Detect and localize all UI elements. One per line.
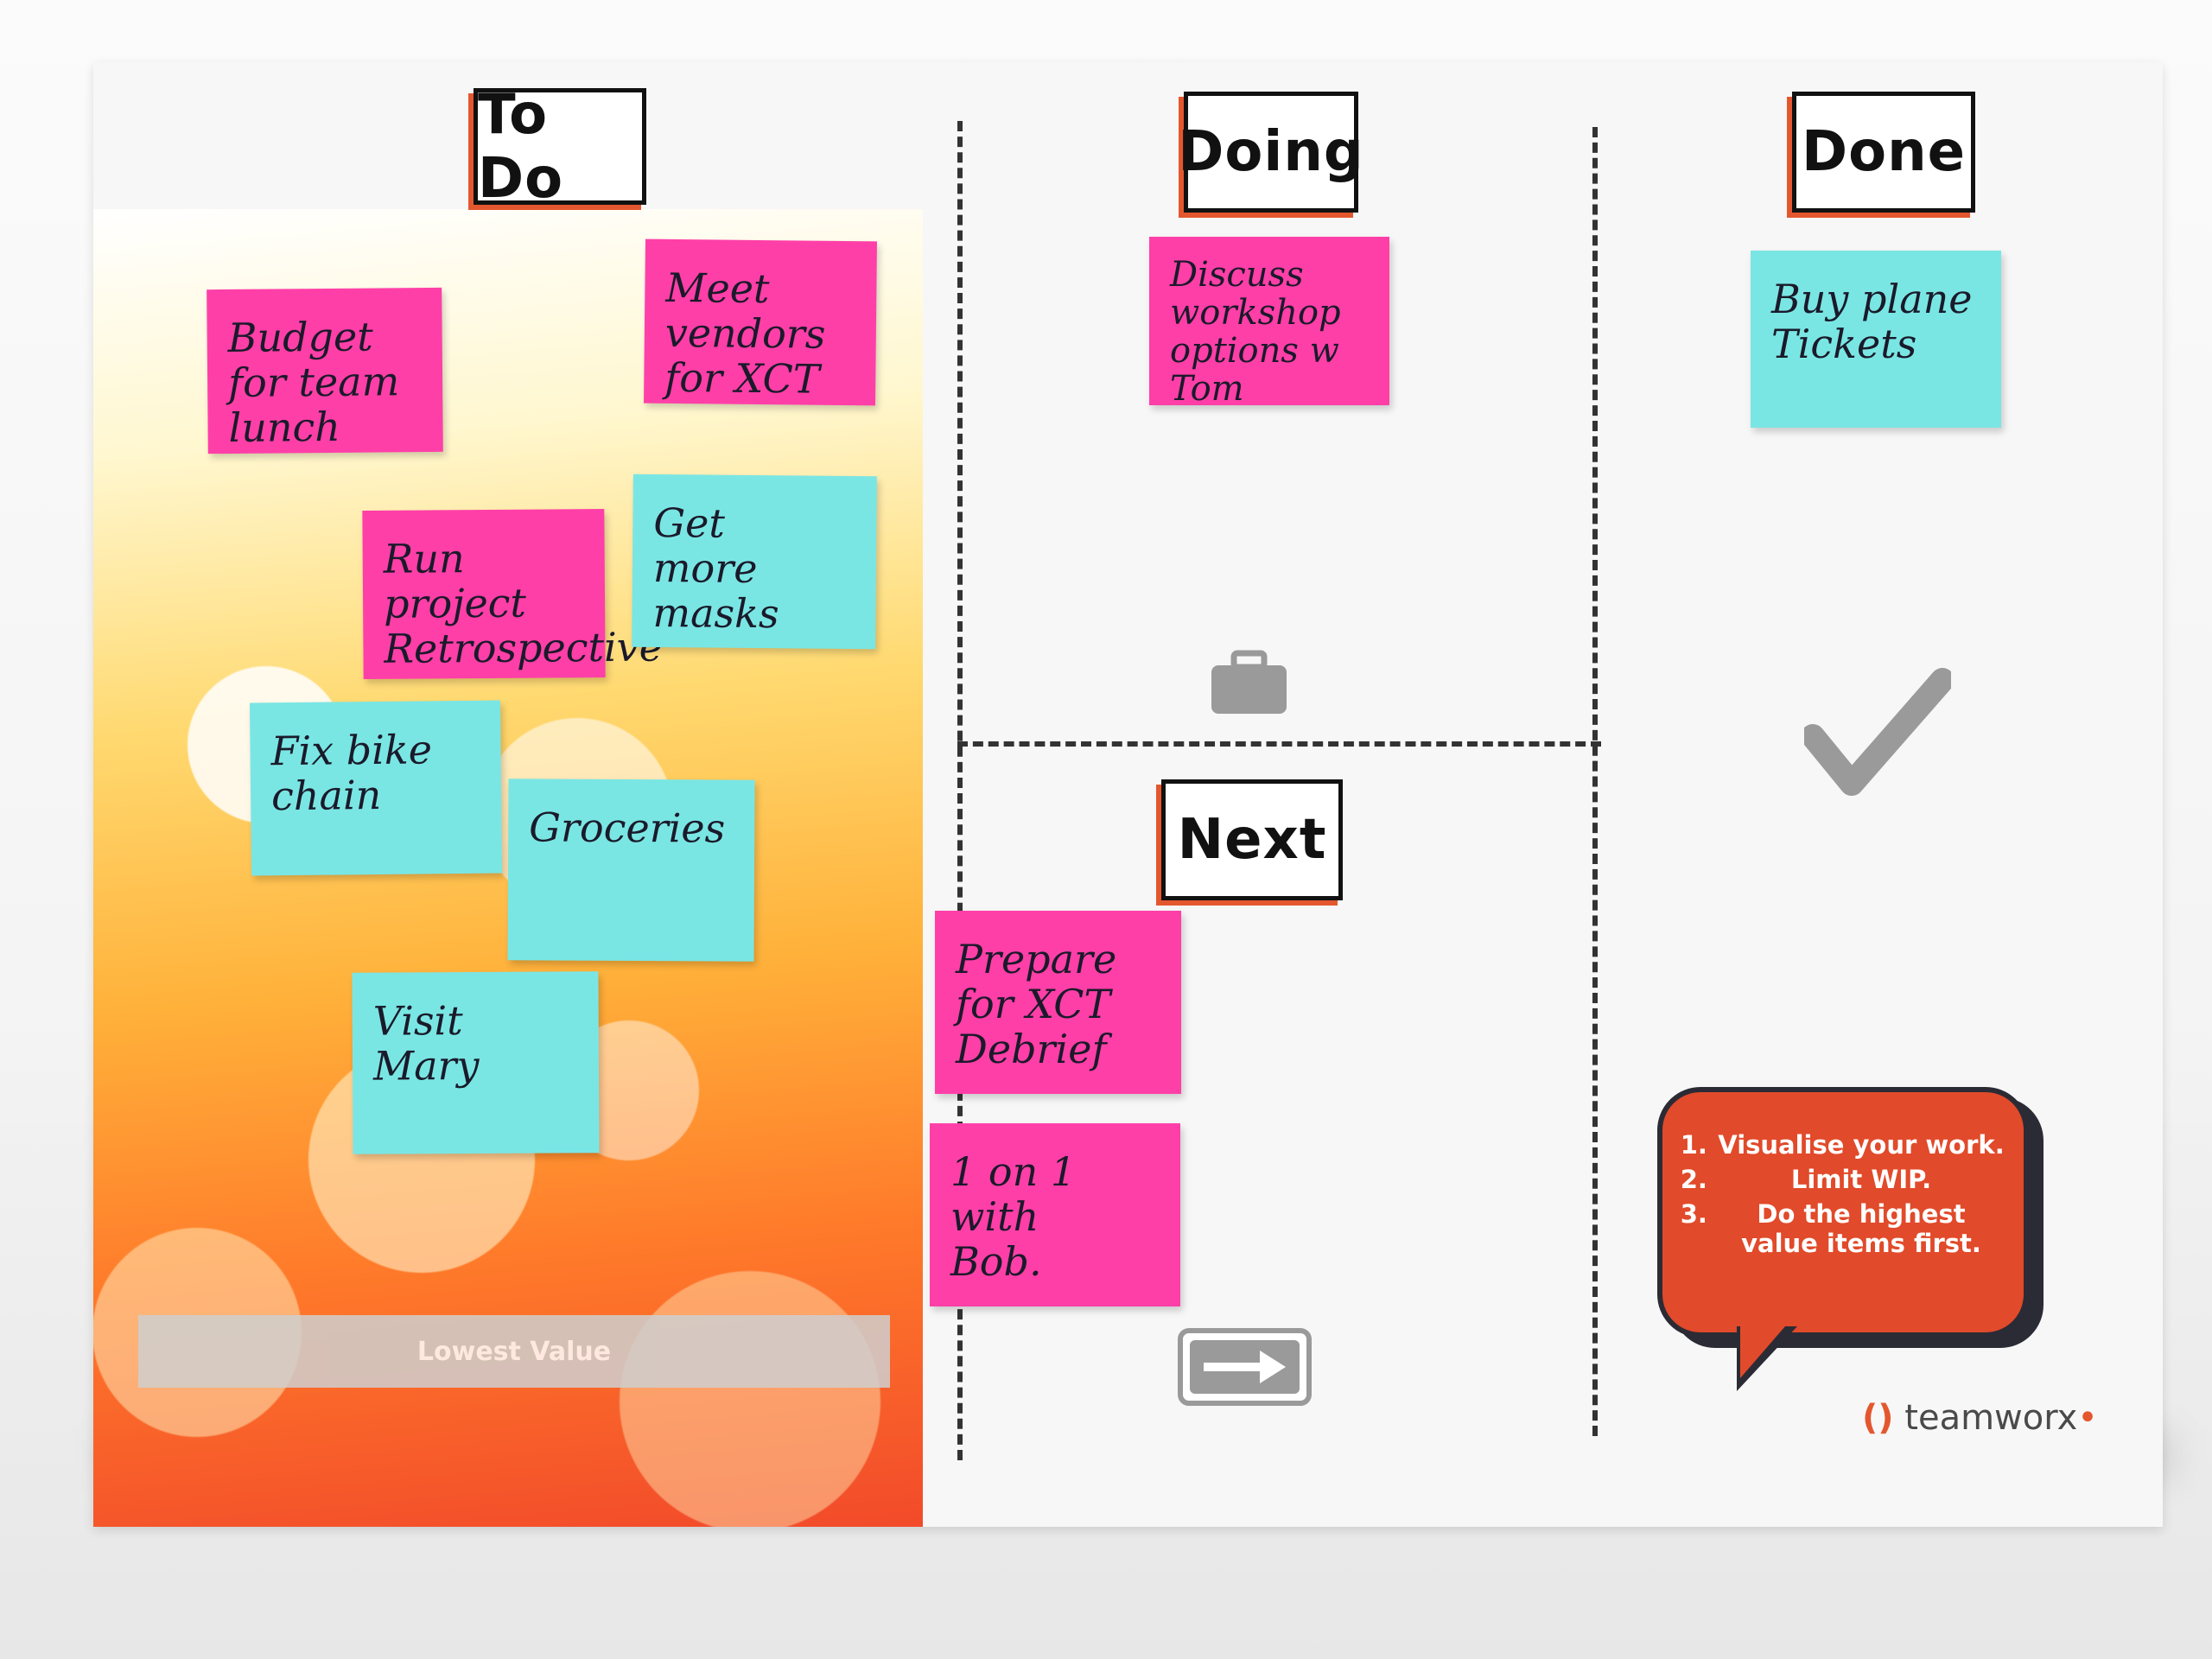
- checkmark-icon: [1801, 667, 1955, 797]
- separator-doing-done: [1592, 127, 1598, 1436]
- sticky-note[interactable]: Groceries: [507, 779, 755, 962]
- column-header-todo: To Do: [474, 83, 646, 211]
- teamworx-logo-mark: (): [1862, 1398, 1894, 1438]
- sticky-note[interactable]: Visit Mary: [352, 971, 600, 1154]
- teamworx-logo-text: teamworx: [1904, 1398, 2078, 1438]
- separator-todo-doing: [957, 121, 963, 1460]
- column-header-next: Next: [1161, 779, 1343, 900]
- rule-item: Visualise your work.: [1716, 1130, 2006, 1160]
- column-header-doing: Doing: [1178, 92, 1363, 213]
- sticky-note[interactable]: Budget for team lunch: [207, 287, 443, 454]
- rules-bubble: Visualise your work. Limit WIP. Do the h…: [1657, 1087, 2029, 1338]
- arrow-right-icon: [1178, 1328, 1312, 1406]
- separator-doing-next: [957, 741, 1601, 747]
- column-header-done: Done: [1792, 92, 1975, 213]
- lowest-value-bar: Lowest Value: [138, 1315, 890, 1388]
- bubble-tail: [1737, 1326, 1797, 1391]
- briefcase-icon: [1208, 650, 1290, 717]
- rule-item: Limit WIP.: [1716, 1165, 2006, 1194]
- rule-item: Do the highest value items first.: [1716, 1199, 2006, 1258]
- sticky-note[interactable]: Prepare for XCT Debrief: [935, 911, 1181, 1094]
- sticky-note[interactable]: Run project Retrospective: [362, 509, 663, 679]
- sticky-note[interactable]: 1 on 1 with Bob.: [930, 1123, 1180, 1306]
- sticky-note[interactable]: Get more masks: [632, 474, 877, 650]
- sticky-note[interactable]: Meet vendors for XCT: [644, 238, 877, 406]
- sticky-note[interactable]: Fix bike chain: [249, 700, 503, 876]
- teamworx-logo: () teamworx•: [1862, 1398, 2098, 1438]
- sticky-note[interactable]: Discuss workshop options w Tom: [1149, 237, 1389, 408]
- sticky-note[interactable]: Buy plane Tickets: [1751, 251, 2001, 428]
